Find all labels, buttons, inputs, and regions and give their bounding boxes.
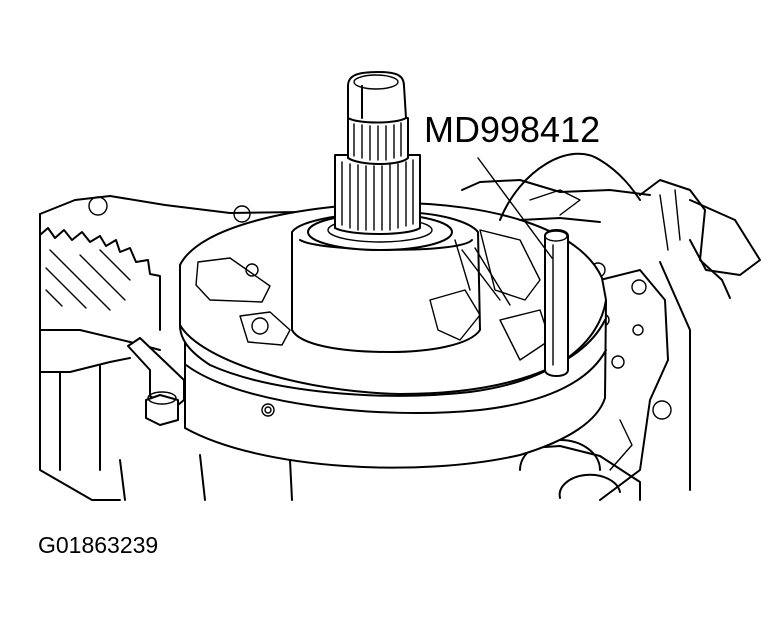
upper-right-arm [499, 152, 731, 299]
figure-code-label: G01863239 [38, 532, 158, 558]
input-shaft [307, 71, 453, 251]
bracket [127, 337, 185, 426]
special-tool-pin [544, 229, 569, 377]
callout-leader [477, 157, 553, 259]
tool-callout-label: MD998412 [424, 109, 600, 150]
oil-pump-housing [179, 202, 607, 469]
